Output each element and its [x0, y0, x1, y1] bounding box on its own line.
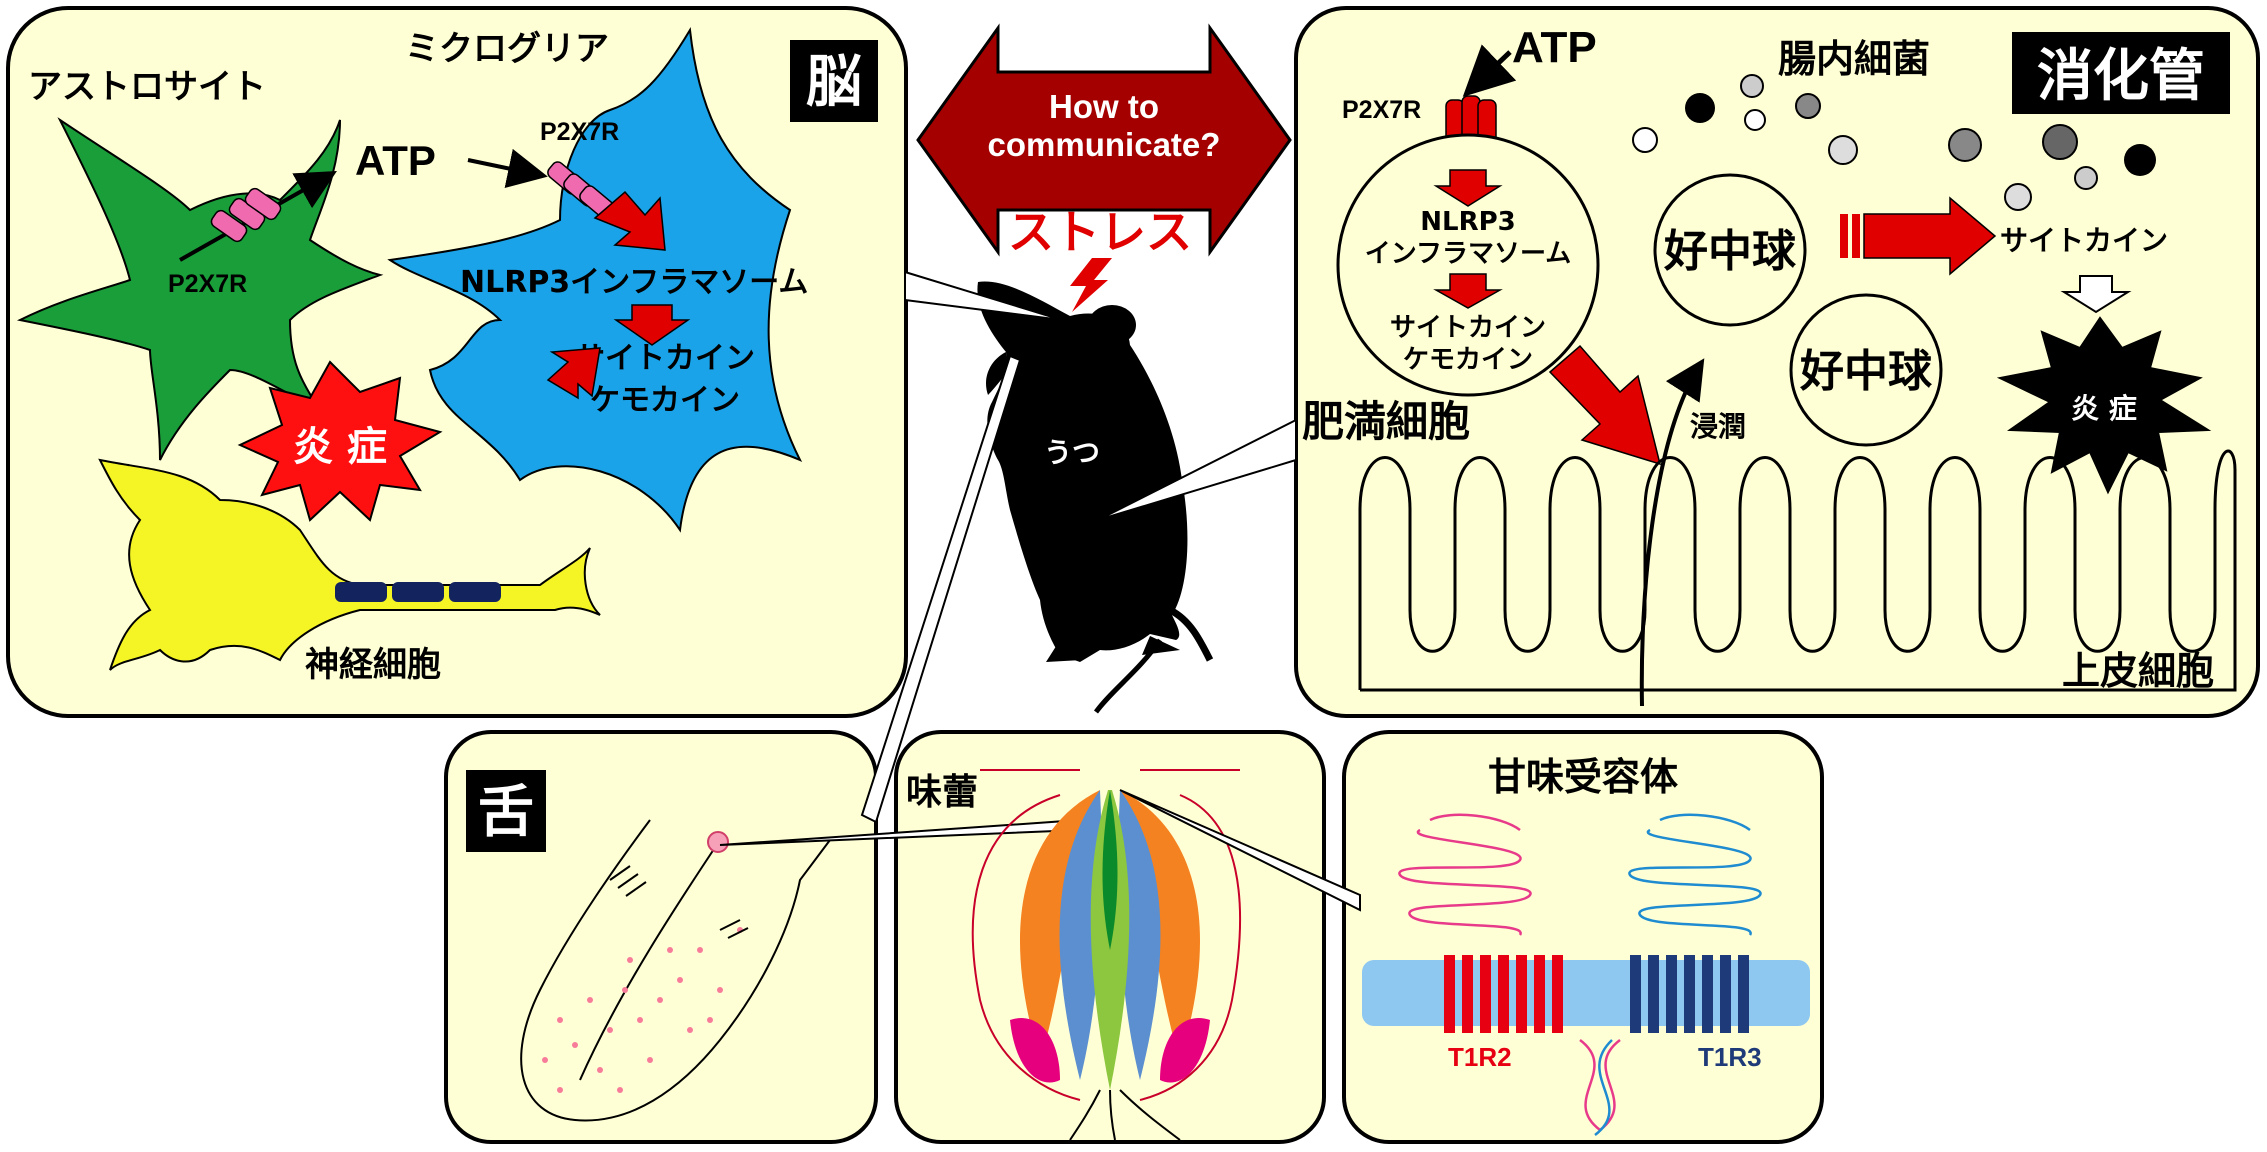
gut-nlrp3-label: NLRP3	[1420, 207, 1516, 237]
t1r2-label: T1R2	[1448, 1042, 1512, 1072]
neutrophil-1	[1653, 173, 1807, 327]
micro-red-arrow-3	[546, 347, 601, 400]
gut-horizontal-red-arrow	[1840, 196, 1997, 276]
neuron-cell	[98, 458, 601, 671]
bacteria-dots	[1632, 74, 2156, 211]
stress-label: ストレス	[1008, 205, 1192, 259]
cytokine-label: サイトカイン	[575, 341, 755, 376]
taste-bud-outline	[971, 794, 1242, 1101]
t1r2-transmembrane	[1444, 955, 1563, 1033]
tongue-callout	[860, 354, 1022, 824]
t1r2-extracellular	[1398, 813, 1532, 936]
taste-bud-pink-right	[1160, 1018, 1210, 1083]
gut-inflammation-burst	[1996, 316, 2212, 495]
micro-red-arrow-1	[593, 190, 666, 251]
gut-cytokine-label: サイトカイン	[1390, 313, 1546, 343]
astrocyte-label: アストロサイト	[28, 67, 266, 107]
brain-inflammation-burst	[237, 360, 443, 522]
infiltration-label: 浸潤	[1690, 410, 1746, 443]
gut-cell-arrow-1	[1433, 169, 1503, 207]
intracellular-tails-blue	[1594, 1039, 1613, 1136]
micro-red-arrow-2	[613, 304, 691, 346]
communication-double-arrow	[916, 23, 1292, 257]
infiltration-arrow	[1639, 358, 1705, 707]
brain-callout	[904, 270, 1063, 321]
gut-diagonal-red-arrow	[1548, 344, 1662, 466]
gut-p2x7r-label: P2X7R	[1342, 96, 1421, 124]
question-line2: communicate?	[988, 126, 1221, 163]
t1r3-transmembrane	[1630, 955, 1749, 1033]
p2x7r-astro-label: P2X7R	[168, 270, 247, 298]
gut-title-box	[2012, 32, 2230, 114]
gut-white-down-arrow	[2060, 275, 2132, 314]
microglia-cell	[387, 26, 803, 533]
neutrophil-2-label: 好中球	[1799, 346, 1933, 397]
nlrp3-inflammasome-label: NLRP3インフラマソーム	[460, 265, 808, 300]
myelin-3	[449, 582, 501, 602]
t1r3-label: T1R3	[1698, 1042, 1762, 1072]
depression-label: うつ	[1044, 436, 1100, 469]
gut-inflammation-label: 炎 症	[2071, 392, 2137, 425]
gut-cell-circle	[1336, 133, 1600, 397]
t1r3-extracellular	[1628, 813, 1762, 936]
gut-callout	[1097, 418, 1297, 521]
tongue-panel	[444, 730, 878, 1144]
tongue-outline	[520, 819, 831, 1122]
taste-bud-nerves	[1069, 1089, 1181, 1141]
receptor-panel	[1342, 730, 1824, 1144]
brain-atp-label: ATP	[355, 137, 436, 184]
mouse-silhouette	[977, 281, 1214, 714]
question-line1: How to	[1049, 88, 1159, 125]
brain-title-box	[790, 40, 878, 122]
neutrophil-1-label: 好中球	[1663, 226, 1797, 277]
chemokine-label: ケモカイン	[590, 383, 740, 418]
intracellular-tails	[1579, 1039, 1621, 1131]
tongue-midline	[579, 839, 721, 1081]
p2x7r-astro-icon	[210, 187, 282, 243]
gut-chemokine-label: ケモカイン	[1403, 345, 1533, 375]
cell-membrane	[1362, 960, 1810, 1026]
taste-bud-label: 味蕾	[906, 772, 978, 813]
gut-cytokine-right-label: サイトカイン	[2000, 224, 2168, 257]
gut-title: 消化管	[2037, 44, 2205, 109]
brain-title: 脳	[806, 50, 862, 115]
astrocyte-cell	[16, 117, 384, 461]
villi-line	[1358, 449, 2237, 692]
lightning-icon	[1070, 258, 1112, 312]
papillae-dots	[542, 927, 743, 1093]
epithelium-label: 上皮細胞	[2062, 649, 2214, 693]
receptor-title: 甘味受容体	[1488, 755, 1678, 799]
taste-bud-marker	[707, 831, 729, 853]
neuron-label: 神経細胞	[305, 645, 441, 685]
taste-bud-pink-left	[1010, 1018, 1060, 1083]
tongue-ticks	[609, 865, 749, 939]
gut-atp-label: ATP	[1512, 23, 1597, 72]
myelin-2	[392, 582, 444, 602]
gut-bacteria-label: 腸内細菌	[1778, 37, 1930, 81]
brain-inflammation-label: 炎 症	[293, 424, 387, 470]
neutrophil-2	[1789, 293, 1943, 447]
gut-atp-arrow	[1462, 44, 1517, 97]
taste-to-receptor-callout	[1119, 789, 1361, 912]
tongue-title-box	[466, 770, 546, 852]
gut-cell-arrow-2	[1433, 273, 1503, 309]
atp-to-microglia-arrow	[467, 148, 548, 189]
tongue-title: 舌	[478, 780, 534, 845]
microglia-label: ミクログリア	[405, 29, 609, 69]
myelin-1	[335, 582, 387, 602]
taste-cells	[1020, 790, 1200, 1090]
mast-cell-label: 肥満細胞	[1302, 397, 1470, 446]
p2x7r-micro-label: P2X7R	[540, 118, 619, 146]
gut-inflammasome-label: インフラマソーム	[1365, 239, 1571, 269]
